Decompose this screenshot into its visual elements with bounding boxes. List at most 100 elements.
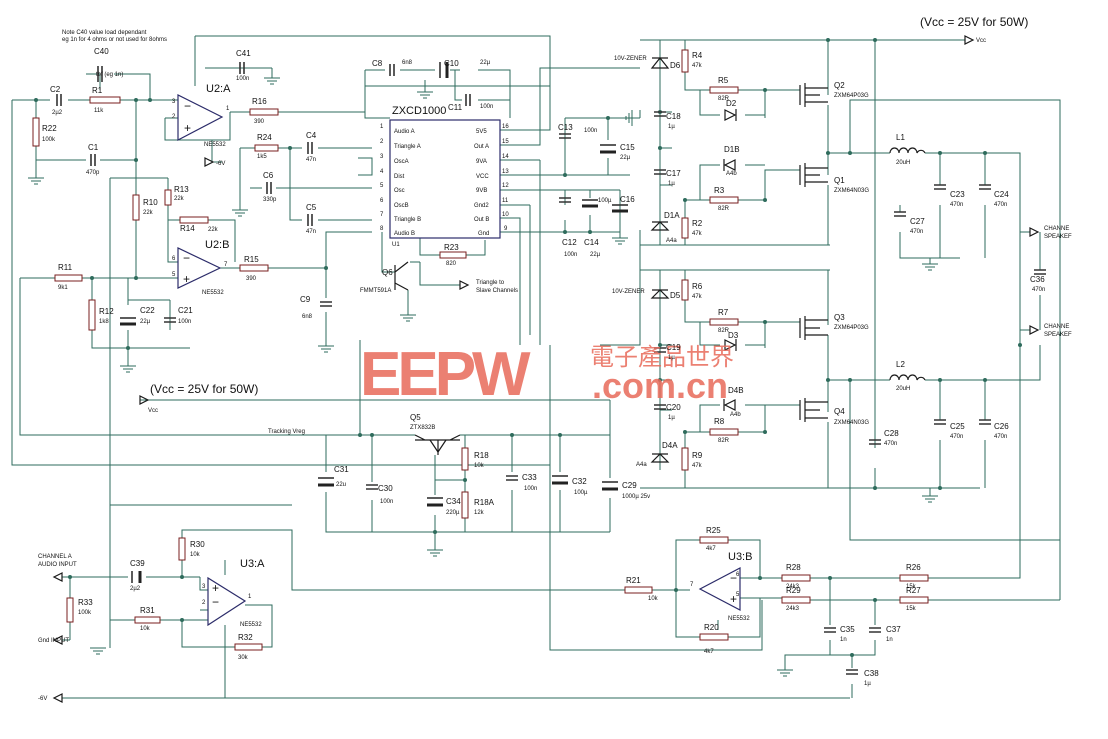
c33-val: 100n — [524, 486, 537, 492]
vcc-title-mid: (Vcc = 25V for 50W) — [150, 382, 258, 396]
u3b-pin: 6 — [736, 572, 740, 578]
l2-ref: L2 — [896, 360, 905, 369]
r24-ref: R24 — [257, 133, 272, 142]
ic-pin-num: 9 — [504, 226, 508, 232]
mosfet-symbols — [799, 83, 828, 422]
c29-val: 1000µ 25v — [622, 494, 650, 500]
r31-val: 10k — [140, 626, 151, 632]
ic-pin-name: OscA — [394, 159, 409, 165]
r18a-ref: R18A — [474, 498, 495, 507]
capacitor-plates — [56, 62, 1046, 675]
u3b-part: NE5532 — [728, 616, 750, 622]
r16-ref: R16 — [252, 97, 267, 106]
r3-val: 82R — [718, 206, 730, 212]
u3b-pin: 5 — [736, 592, 740, 598]
d5-ref: D5 — [670, 291, 681, 300]
ic-pin-name: Audio B — [394, 231, 415, 237]
c36-ref: C36 — [1030, 275, 1045, 284]
r26-val: 15k — [906, 584, 917, 590]
c25-val: 470n — [950, 434, 963, 440]
diode-symbols — [650, 57, 737, 463]
ic-pin-num: 2 — [380, 139, 384, 145]
c39-val: 2µ2 — [130, 586, 141, 592]
triangle-net-2: Slave Channels — [476, 288, 518, 294]
d5-note: 10V-ZENER — [612, 289, 645, 295]
q5-ref: Q5 — [410, 413, 421, 422]
c20-val: 1µ — [668, 415, 675, 421]
d1a-val: A4a — [666, 238, 677, 244]
ic-pin-num: 3 — [380, 154, 384, 160]
inductor-l1 — [889, 147, 926, 154]
d4b-ref: D4B — [728, 386, 744, 395]
ground-symbols — [28, 68, 938, 677]
c6-val: 330p — [263, 197, 277, 203]
c16-val: 100µ — [598, 198, 612, 204]
d1a-ref: D1A — [664, 211, 680, 220]
c11-ref: C11 — [448, 103, 463, 112]
opamp-u2a: − + — [177, 94, 224, 141]
c39-ref: C39 — [130, 559, 145, 568]
r12-val: 1k8 — [99, 319, 109, 325]
c32-ref: C32 — [572, 477, 587, 486]
d1b-val: A4b — [726, 171, 737, 177]
c36-val: 470n — [1032, 287, 1045, 293]
c2-ref: C2 — [50, 85, 61, 94]
opamp-u3a: − + — [207, 576, 247, 627]
c30-val: 100n — [380, 499, 393, 505]
c30-ref: C30 — [378, 484, 393, 493]
q6-val: FMMT591A — [360, 288, 391, 294]
c8-val: 6n8 — [402, 60, 413, 66]
ic-pin-name: VCC — [476, 174, 489, 180]
ic-ref: U1 — [392, 242, 400, 248]
c10-ref: C10 — [444, 59, 459, 68]
chan-a-input-1: CHANNEL A — [38, 554, 72, 560]
ic-pin-num: 13 — [502, 169, 509, 175]
r33-val: 100k — [78, 610, 92, 616]
c14-val: 22µ — [590, 252, 601, 258]
d6-ref: D6 — [670, 61, 681, 70]
c4-ref: C4 — [306, 131, 317, 140]
r23-ref: R23 — [444, 243, 459, 252]
ic-pin-name: Out B — [474, 217, 489, 223]
r22-val: 100k — [42, 137, 56, 143]
port-arrows — [52, 35, 1040, 703]
c26-ref: C26 — [994, 422, 1009, 431]
c15-val: 22µ — [620, 155, 631, 161]
r31-ref: R31 — [140, 606, 155, 615]
c9-ref: C9 — [300, 295, 311, 304]
r11-ref: R11 — [58, 263, 73, 272]
c13-ref: C13 — [558, 123, 573, 132]
svg-text:+: + — [212, 581, 219, 595]
opamp-u3b: − + — [698, 567, 741, 611]
note-line-2: eg 1n for 4 ohms or not used for 8ohms — [62, 37, 167, 43]
r7-val: 82R — [718, 328, 730, 334]
l1-ref: L1 — [896, 133, 905, 142]
d3-ref: D3 — [728, 331, 739, 340]
vcc-net-top: Vcc — [976, 38, 986, 44]
gnd-input: Gnd INPUT — [38, 638, 69, 644]
ic-pin-num: 5 — [380, 183, 384, 189]
r11-val: 9k1 — [58, 285, 68, 291]
c41-ref: C41 — [236, 49, 251, 58]
r6-ref: R6 — [692, 282, 703, 291]
r3-ref: R3 — [714, 186, 725, 195]
c31-val: 22u — [336, 482, 346, 488]
ic-pin-num: 10 — [502, 212, 509, 218]
q1-val: ZXM64N03G — [834, 188, 869, 194]
ic-pin-name: Gnd — [478, 231, 489, 237]
c40-ref: C40 — [94, 47, 109, 56]
u3a-pin: 2 — [202, 600, 206, 606]
c17-ref: C17 — [666, 169, 681, 178]
ic-pin-num: 1 — [380, 124, 384, 130]
c32-val: 100µ — [574, 490, 588, 496]
d4a-val: A4a — [636, 462, 647, 468]
c28-ref: C28 — [884, 429, 899, 438]
bjt-q5 — [414, 434, 461, 455]
c21-ref: C21 — [178, 306, 193, 315]
neg6v-net-b: -6V — [38, 696, 47, 702]
d4a-ref: D4A — [662, 441, 678, 450]
r18-val: 10k — [474, 463, 485, 469]
r10-val: 22k — [143, 210, 154, 216]
r22-ref: R22 — [42, 124, 57, 133]
ic-pin-name: Triangle A — [394, 144, 421, 150]
